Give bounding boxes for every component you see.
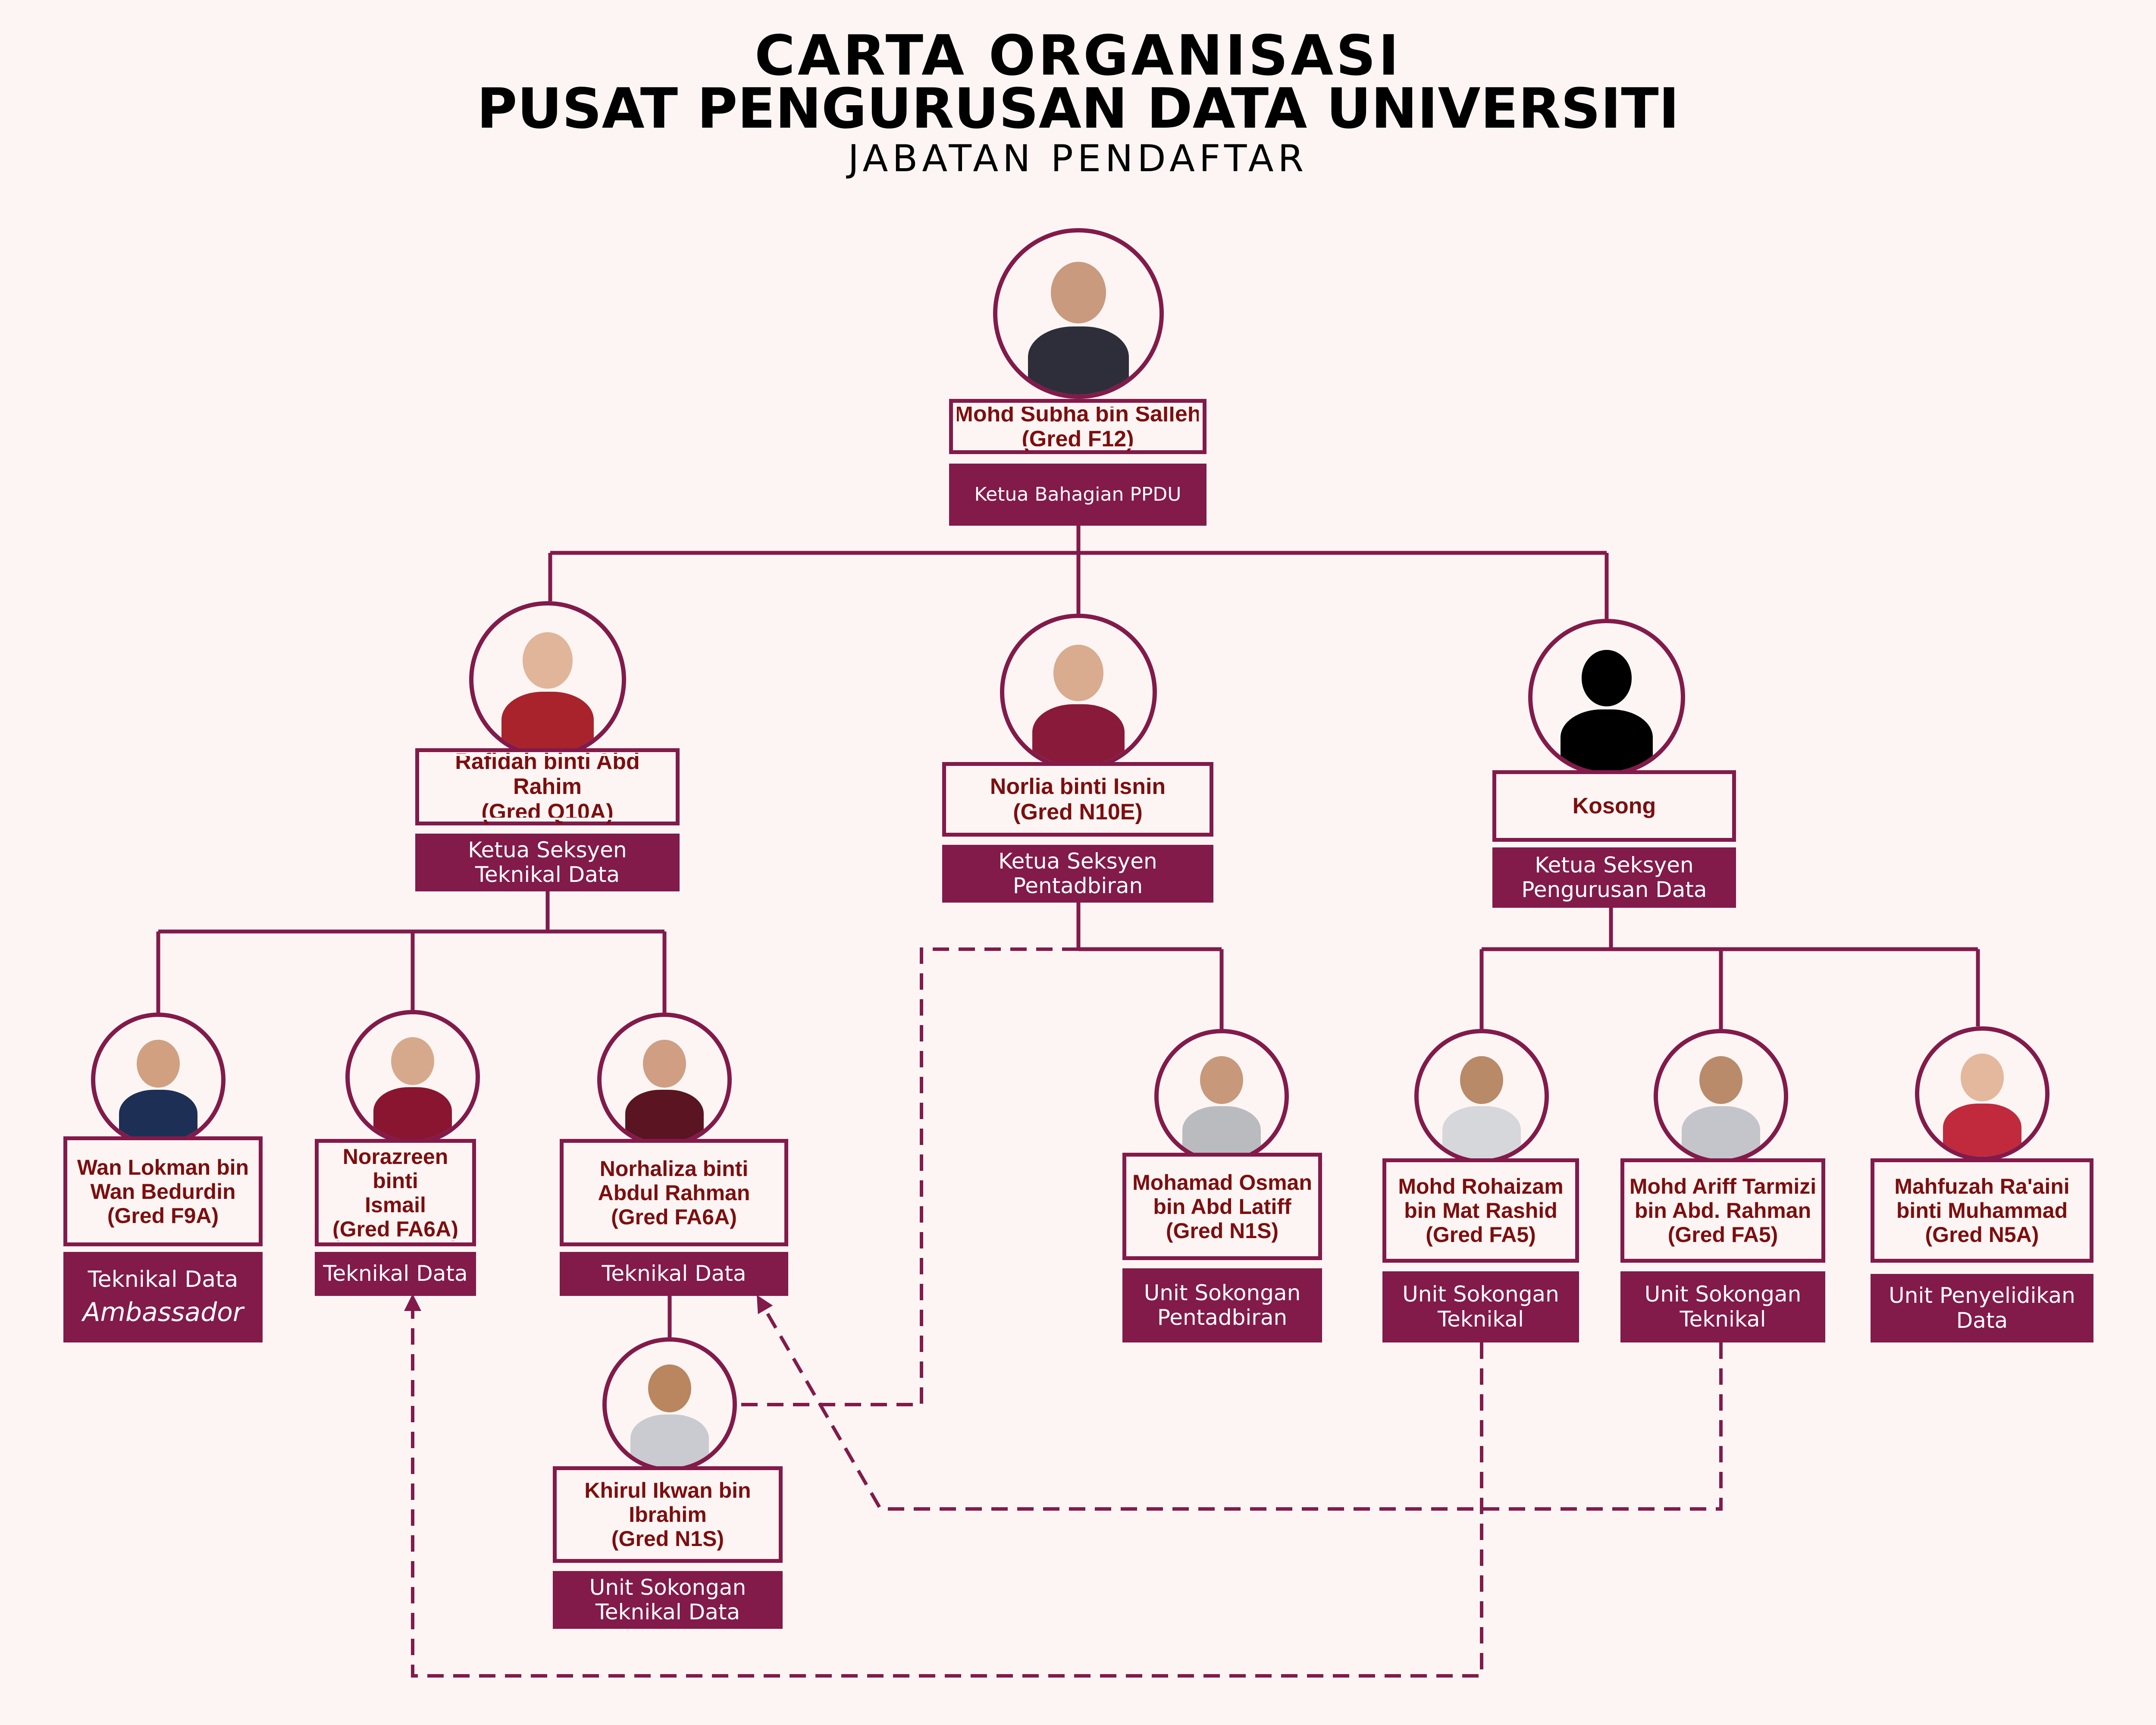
portrait-body-icon xyxy=(119,1090,197,1143)
name-box-mahfuzah: Mahfuzah Ra'aini binti Muhammad (Gred N5… xyxy=(1871,1158,2093,1263)
portrait-body-icon xyxy=(1943,1104,2021,1157)
role-label: Unit Sokongan Teknikal xyxy=(1402,1282,1559,1332)
role-box-ariff: Unit Sokongan Teknikal xyxy=(1620,1271,1825,1342)
name-box-norlia: Norlia binti Isnin (Gred N10E) xyxy=(942,762,1213,837)
role-label-extra: Ambassador xyxy=(82,1297,244,1328)
dashed-ariff-to-norhaliza xyxy=(756,1295,1723,1511)
portrait-body-icon xyxy=(1442,1106,1521,1159)
dashed-norlia-to-khirul xyxy=(737,947,1078,1406)
role-label: Ketua Seksyen Teknikal Data xyxy=(468,837,627,887)
name-box-khirul: Khirul Ikwan bin Ibrahim (Gred N1S) xyxy=(553,1466,783,1563)
portrait-head-icon xyxy=(1961,1053,2004,1101)
portrait-head-icon xyxy=(522,632,573,689)
role-box-kosong: Ketua Seksyen Pengurusan Data xyxy=(1492,847,1736,908)
role-label: Unit Penyelidikan Data xyxy=(1889,1283,2075,1333)
portrait-head-icon xyxy=(1200,1056,1243,1104)
role-label: Ketua Seksyen Pentadbiran xyxy=(998,848,1157,898)
avatar-rafidah xyxy=(469,601,626,758)
name-box-rohaizam: Mohd Rohaizam bin Mat Rashid (Gred FA5) xyxy=(1382,1158,1579,1263)
role-box-rohaizam: Unit Sokongan Teknikal xyxy=(1382,1271,1579,1342)
role-box-norhaliza: Teknikal Data xyxy=(560,1252,788,1296)
role-label: Ketua Seksyen Pengurusan Data xyxy=(1521,852,1707,902)
portrait-head-icon xyxy=(1051,261,1106,323)
dashed-rohaizam-to-norazreen xyxy=(404,1294,1483,1678)
name-box-norhaliza: Norhaliza binti Abdul Rahman (Gred FA6A) xyxy=(560,1139,788,1246)
avatar-head xyxy=(993,228,1164,399)
portrait-body-icon xyxy=(501,691,594,754)
role-box-head: Ketua Bahagian PPDU xyxy=(949,464,1206,526)
role-box-mahfuzah: Unit Penyelidikan Data xyxy=(1871,1274,2093,1342)
portrait-head-icon xyxy=(1053,644,1104,701)
chart-title-department: PUSAT PENGURUSAN DATA UNIVERSITI xyxy=(476,77,1680,141)
portrait-head-icon xyxy=(648,1364,691,1412)
avatar-norlia xyxy=(1000,614,1157,771)
role-label: Teknikal Data xyxy=(323,1261,468,1286)
name-box-rafidah: Rafidah binti Abd Rahim (Gred Q10A) xyxy=(415,748,680,825)
chart-title: CARTA ORGANISASI xyxy=(754,24,1402,88)
silhouette-body-icon xyxy=(1561,709,1653,772)
role-box-khirul: Unit Sokongan Teknikal Data xyxy=(553,1571,783,1629)
name-box-head: Mohd Subha bin Salleh (Gred F12) xyxy=(949,399,1206,454)
portrait-body-icon xyxy=(1182,1106,1261,1159)
role-label: Unit Sokongan Teknikal xyxy=(1644,1282,1802,1332)
avatar-mahfuzah xyxy=(1915,1026,2049,1161)
name-box-norazreen: Norazreen binti Ismail (Gred FA6A) xyxy=(315,1139,476,1246)
role-label: Teknikal Data xyxy=(602,1261,746,1286)
avatar-mohamad xyxy=(1154,1029,1289,1164)
role-label: Teknikal Data xyxy=(88,1266,238,1292)
portrait-head-icon xyxy=(1699,1056,1742,1104)
avatar-ariff xyxy=(1654,1029,1788,1164)
portrait-body-icon xyxy=(625,1090,704,1143)
portrait-head-icon xyxy=(643,1039,686,1088)
portrait-body-icon xyxy=(1682,1106,1760,1159)
role-box-norazreen: Teknikal Data xyxy=(315,1252,476,1296)
portrait-head-icon xyxy=(391,1037,434,1085)
role-label: Unit Sokongan Teknikal Data xyxy=(589,1574,746,1625)
avatar-norhaliza xyxy=(597,1013,732,1147)
portrait-head-icon xyxy=(1460,1056,1503,1104)
name-box-ariff: Mohd Ariff Tarmizi bin Abd. Rahman (Gred… xyxy=(1620,1158,1825,1263)
name-box-wan: Wan Lokman bin Wan Bedurdin (Gred F9A) xyxy=(63,1136,263,1246)
portrait-body-icon xyxy=(1028,326,1129,395)
role-box-mohamad: Unit Sokongan Pentadbiran xyxy=(1122,1268,1322,1342)
portrait-head-icon xyxy=(137,1039,180,1088)
avatar-rohaizam xyxy=(1414,1029,1549,1164)
avatar-norazreen xyxy=(345,1010,480,1145)
role-label: Unit Sokongan Pentadbiran xyxy=(1144,1280,1301,1330)
role-box-rafidah: Ketua Seksyen Teknikal Data xyxy=(415,834,680,891)
chart-subtitle: JABATAN PENDAFTAR xyxy=(848,137,1308,180)
role-box-wan: Teknikal Data Ambassador xyxy=(63,1252,263,1342)
role-label: Ketua Bahagian PPDU xyxy=(974,483,1181,505)
name-box-mohamad: Mohamad Osman bin Abd Latiff (Gred N1S) xyxy=(1122,1153,1322,1260)
portrait-body-icon xyxy=(630,1414,709,1468)
avatar-wan xyxy=(91,1013,226,1147)
silhouette-head-icon xyxy=(1581,649,1632,706)
avatar-vacant xyxy=(1528,619,1685,776)
role-box-norlia: Ketua Seksyen Pentadbiran xyxy=(942,845,1213,903)
avatar-khirul xyxy=(602,1337,737,1472)
portrait-body-icon xyxy=(1032,704,1125,766)
portrait-body-icon xyxy=(373,1087,452,1140)
name-box-kosong: Kosong xyxy=(1492,770,1736,842)
